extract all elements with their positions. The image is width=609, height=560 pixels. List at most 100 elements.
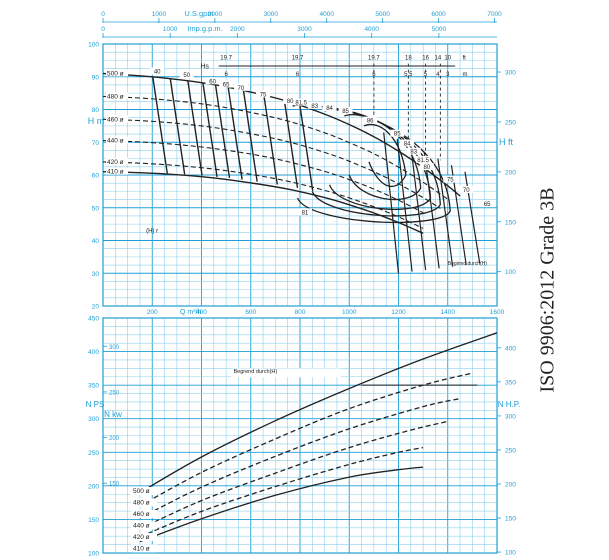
efficiency-label-bg bbox=[416, 155, 431, 163]
curve-label-bg bbox=[106, 92, 128, 100]
efficiency-label: 81 bbox=[302, 210, 309, 216]
head-curves bbox=[103, 63, 481, 274]
max-power-note: Begrend durch(H) bbox=[234, 369, 278, 375]
legend-bg bbox=[131, 521, 157, 530]
y-tick-label-head: 90 bbox=[92, 74, 100, 81]
y-tick-label-head: 50 bbox=[92, 205, 100, 212]
legend-entry: 480 ø bbox=[133, 500, 150, 507]
x-tick-label-flow: 800 bbox=[295, 309, 306, 316]
head-curve bbox=[103, 161, 424, 229]
y-tick-label-head: 80 bbox=[92, 107, 100, 114]
top-tick-label-imp: 0 bbox=[101, 26, 105, 33]
impeller-label: 500 ø bbox=[107, 70, 124, 77]
efficiency-label-bg bbox=[283, 96, 298, 104]
legend-bg bbox=[131, 544, 157, 553]
beginning-note-top: Beginnd durch(H) bbox=[448, 261, 488, 267]
y-axis-label-ps: N PS bbox=[86, 400, 105, 409]
note-bg bbox=[231, 368, 342, 378]
head-curve bbox=[103, 72, 461, 197]
y-tick-label-ps: 100 bbox=[88, 551, 99, 558]
top-tick-label-gpm: 0 bbox=[101, 11, 105, 18]
legend-entry: 460 ø bbox=[133, 511, 150, 518]
efficiency-label: 85 bbox=[394, 132, 401, 138]
top-axis-label-imp: Imp.g.p.m. bbox=[187, 24, 222, 33]
top-tick-label-gpm: 7000 bbox=[487, 11, 502, 18]
y-tick-label-ps: 450 bbox=[88, 316, 99, 323]
efficiency-iso-line-right bbox=[423, 151, 440, 269]
efficiency-label: 75 bbox=[447, 178, 454, 184]
efficiency-label-bg bbox=[338, 106, 353, 114]
impeller-label: 440 ø bbox=[107, 138, 124, 145]
efficiency-label-bg bbox=[179, 70, 194, 78]
efficiency-iso-line bbox=[298, 103, 314, 191]
y-tick-label-ps: 150 bbox=[88, 517, 99, 524]
efficiency-label: 83 bbox=[410, 150, 417, 156]
top-tick-label-gpm: 6000 bbox=[431, 11, 446, 18]
impeller-label: 420 ø bbox=[107, 159, 124, 166]
efficiency-label-bg bbox=[233, 83, 248, 91]
x-tick-label-flow: 600 bbox=[245, 309, 256, 316]
top-tick-label-imp: 2000 bbox=[230, 26, 245, 33]
kw-tick-label: 200 bbox=[109, 436, 120, 442]
efficiency-label-bg bbox=[400, 139, 415, 147]
hs-m-value: 5 bbox=[424, 72, 428, 78]
y-tick-label-ps: 350 bbox=[88, 383, 99, 390]
y-tick-label-head: 30 bbox=[92, 271, 100, 278]
legend-entry: 500 ø bbox=[133, 488, 150, 495]
efficiency-label-bg bbox=[390, 129, 405, 137]
right-tick-label-hp: 350 bbox=[505, 379, 516, 386]
y-tick-label-ps: 250 bbox=[88, 450, 99, 457]
efficiency-label: 80 bbox=[423, 165, 430, 171]
efficiency-label: 81.5 bbox=[295, 101, 307, 107]
hs-ft-value: 19.7 bbox=[292, 56, 304, 62]
kw-tick-label: 300 bbox=[109, 345, 120, 351]
efficiency-label-bg bbox=[480, 200, 495, 208]
y-axis-label-head-ft: H ft bbox=[499, 137, 514, 147]
curve-label-bg bbox=[106, 69, 128, 77]
impeller-label: 410 ø bbox=[107, 169, 124, 176]
efficiency-label-bg bbox=[419, 163, 434, 171]
head-curve bbox=[103, 140, 424, 214]
legend-entry: 420 ø bbox=[133, 534, 150, 541]
y-tick-label-head: 70 bbox=[92, 140, 100, 147]
efficiency-label: 81.5 bbox=[417, 158, 429, 164]
standard-label: ISO 9906:2012 Grade 3B bbox=[536, 187, 559, 393]
top-tick-label-gpm: 1000 bbox=[152, 11, 167, 18]
y-tick-label-head: 60 bbox=[92, 173, 100, 180]
efficiency-iso-line bbox=[227, 87, 243, 180]
hs-unit-ft: ft bbox=[463, 56, 467, 62]
efficiency-label: 70 bbox=[463, 188, 470, 194]
efficiency-label-bg bbox=[322, 104, 337, 112]
legend-entry: 440 ø bbox=[133, 523, 150, 530]
hs-m-value: 4 bbox=[436, 72, 440, 78]
right-tick-label-hp: 250 bbox=[505, 447, 516, 454]
x-axis-label: Q m³/h bbox=[180, 309, 201, 316]
efficiency-label: 85 bbox=[342, 109, 349, 115]
right-tick-label-hp: 150 bbox=[505, 516, 516, 523]
legend-entry: 410 ø bbox=[133, 546, 150, 553]
legend-bg bbox=[131, 498, 157, 507]
power-curves bbox=[139, 332, 497, 543]
head-curve bbox=[103, 118, 441, 209]
curve-label-bg bbox=[106, 115, 128, 123]
npsh-note: (H) r bbox=[146, 228, 158, 234]
hs-ft-value: 19.7 bbox=[220, 56, 232, 62]
top-tick-label-gpm: 5000 bbox=[375, 11, 390, 18]
hs-unit-m: m bbox=[463, 72, 468, 78]
efficiency-label-bg bbox=[297, 208, 312, 216]
right-tick-label-ft: 250 bbox=[505, 119, 516, 126]
impeller-label: 460 ø bbox=[107, 116, 124, 123]
y-axis-label-hp: N H.P. bbox=[498, 400, 521, 409]
power-curve bbox=[139, 332, 497, 494]
power-curve bbox=[139, 466, 424, 543]
efficiency-label: 40 bbox=[154, 69, 161, 75]
x-tick-label-flow: 1200 bbox=[391, 309, 406, 316]
hs-m-value: 6 bbox=[296, 72, 300, 78]
top-axis-label-gpm: U.S.gpm bbox=[184, 9, 213, 18]
y-tick-label-ps: 400 bbox=[88, 349, 99, 356]
efficiency-iso-line bbox=[187, 80, 203, 176]
efficiency-label-bg bbox=[205, 77, 220, 85]
head-chart-grid bbox=[102, 43, 498, 307]
